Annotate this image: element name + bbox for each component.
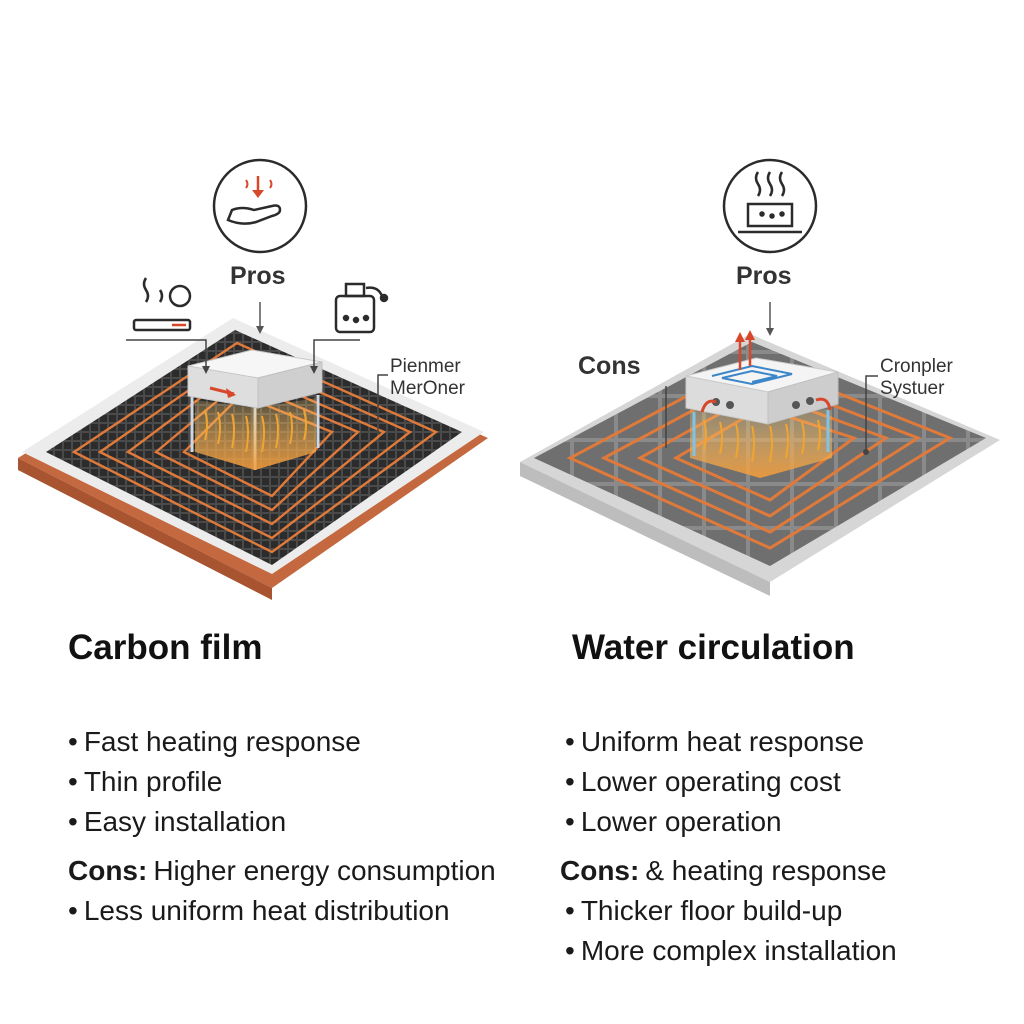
water-circulation-cons-list: Thicker floor build-up More complex inst… (565, 891, 897, 971)
list-item: Easy installation (68, 802, 361, 842)
list-item: Uniform heat response (565, 722, 864, 762)
carbon-heater-module (187, 349, 323, 470)
list-item: Less uniform heat distribution (68, 891, 450, 931)
carbon-film-pros-list: Fast heating response Thin profile Easy … (68, 722, 361, 842)
left-callout: Pienmer MerOner (390, 356, 465, 400)
hand-heat-icon (212, 158, 308, 254)
right-callout-line-1: Cronpler (880, 356, 953, 377)
right-pros-label: Pros (736, 262, 792, 290)
list-item: Thicker floor build-up (565, 891, 897, 931)
left-callout-line-1: Pienmer (390, 356, 461, 377)
right-callout: Cronpler Systuer (880, 356, 953, 400)
carbon-film-cons-line: Cons:Higher energy consumption (68, 851, 496, 891)
carbon-film-cons-list: Less uniform heat distribution (68, 891, 450, 931)
heating-systems-diagram (18, 158, 1000, 600)
cons-first-item: & heating response (645, 855, 887, 886)
cons-first-item: Higher energy consumption (153, 855, 496, 886)
left-callout-line-2: MerOner (390, 378, 465, 399)
cons-label: Cons: (68, 855, 148, 886)
list-item: More complex installation (565, 931, 897, 971)
water-heater-manifold (685, 330, 839, 478)
bottle-icon (334, 282, 389, 334)
carbon-film-title: Carbon film (68, 628, 263, 667)
water-circulation-pros-list: Uniform heat response Lower operating co… (565, 722, 864, 842)
right-callout-line-2: Systuer (880, 378, 945, 399)
list-item: Lower operation (565, 802, 864, 842)
stove-heat-icon (132, 277, 192, 332)
left-pros-label: Pros (230, 262, 286, 290)
water-circulation-title: Water circulation (572, 628, 855, 667)
list-item: Lower operating cost (565, 762, 864, 802)
heated-floor-icon (722, 158, 818, 254)
water-circulation-cons-line: Cons:& heating response (560, 851, 887, 891)
list-item: Thin profile (68, 762, 361, 802)
right-cons-label-top: Cons (578, 352, 641, 380)
cons-label: Cons: (560, 855, 640, 886)
list-item: Fast heating response (68, 722, 361, 762)
